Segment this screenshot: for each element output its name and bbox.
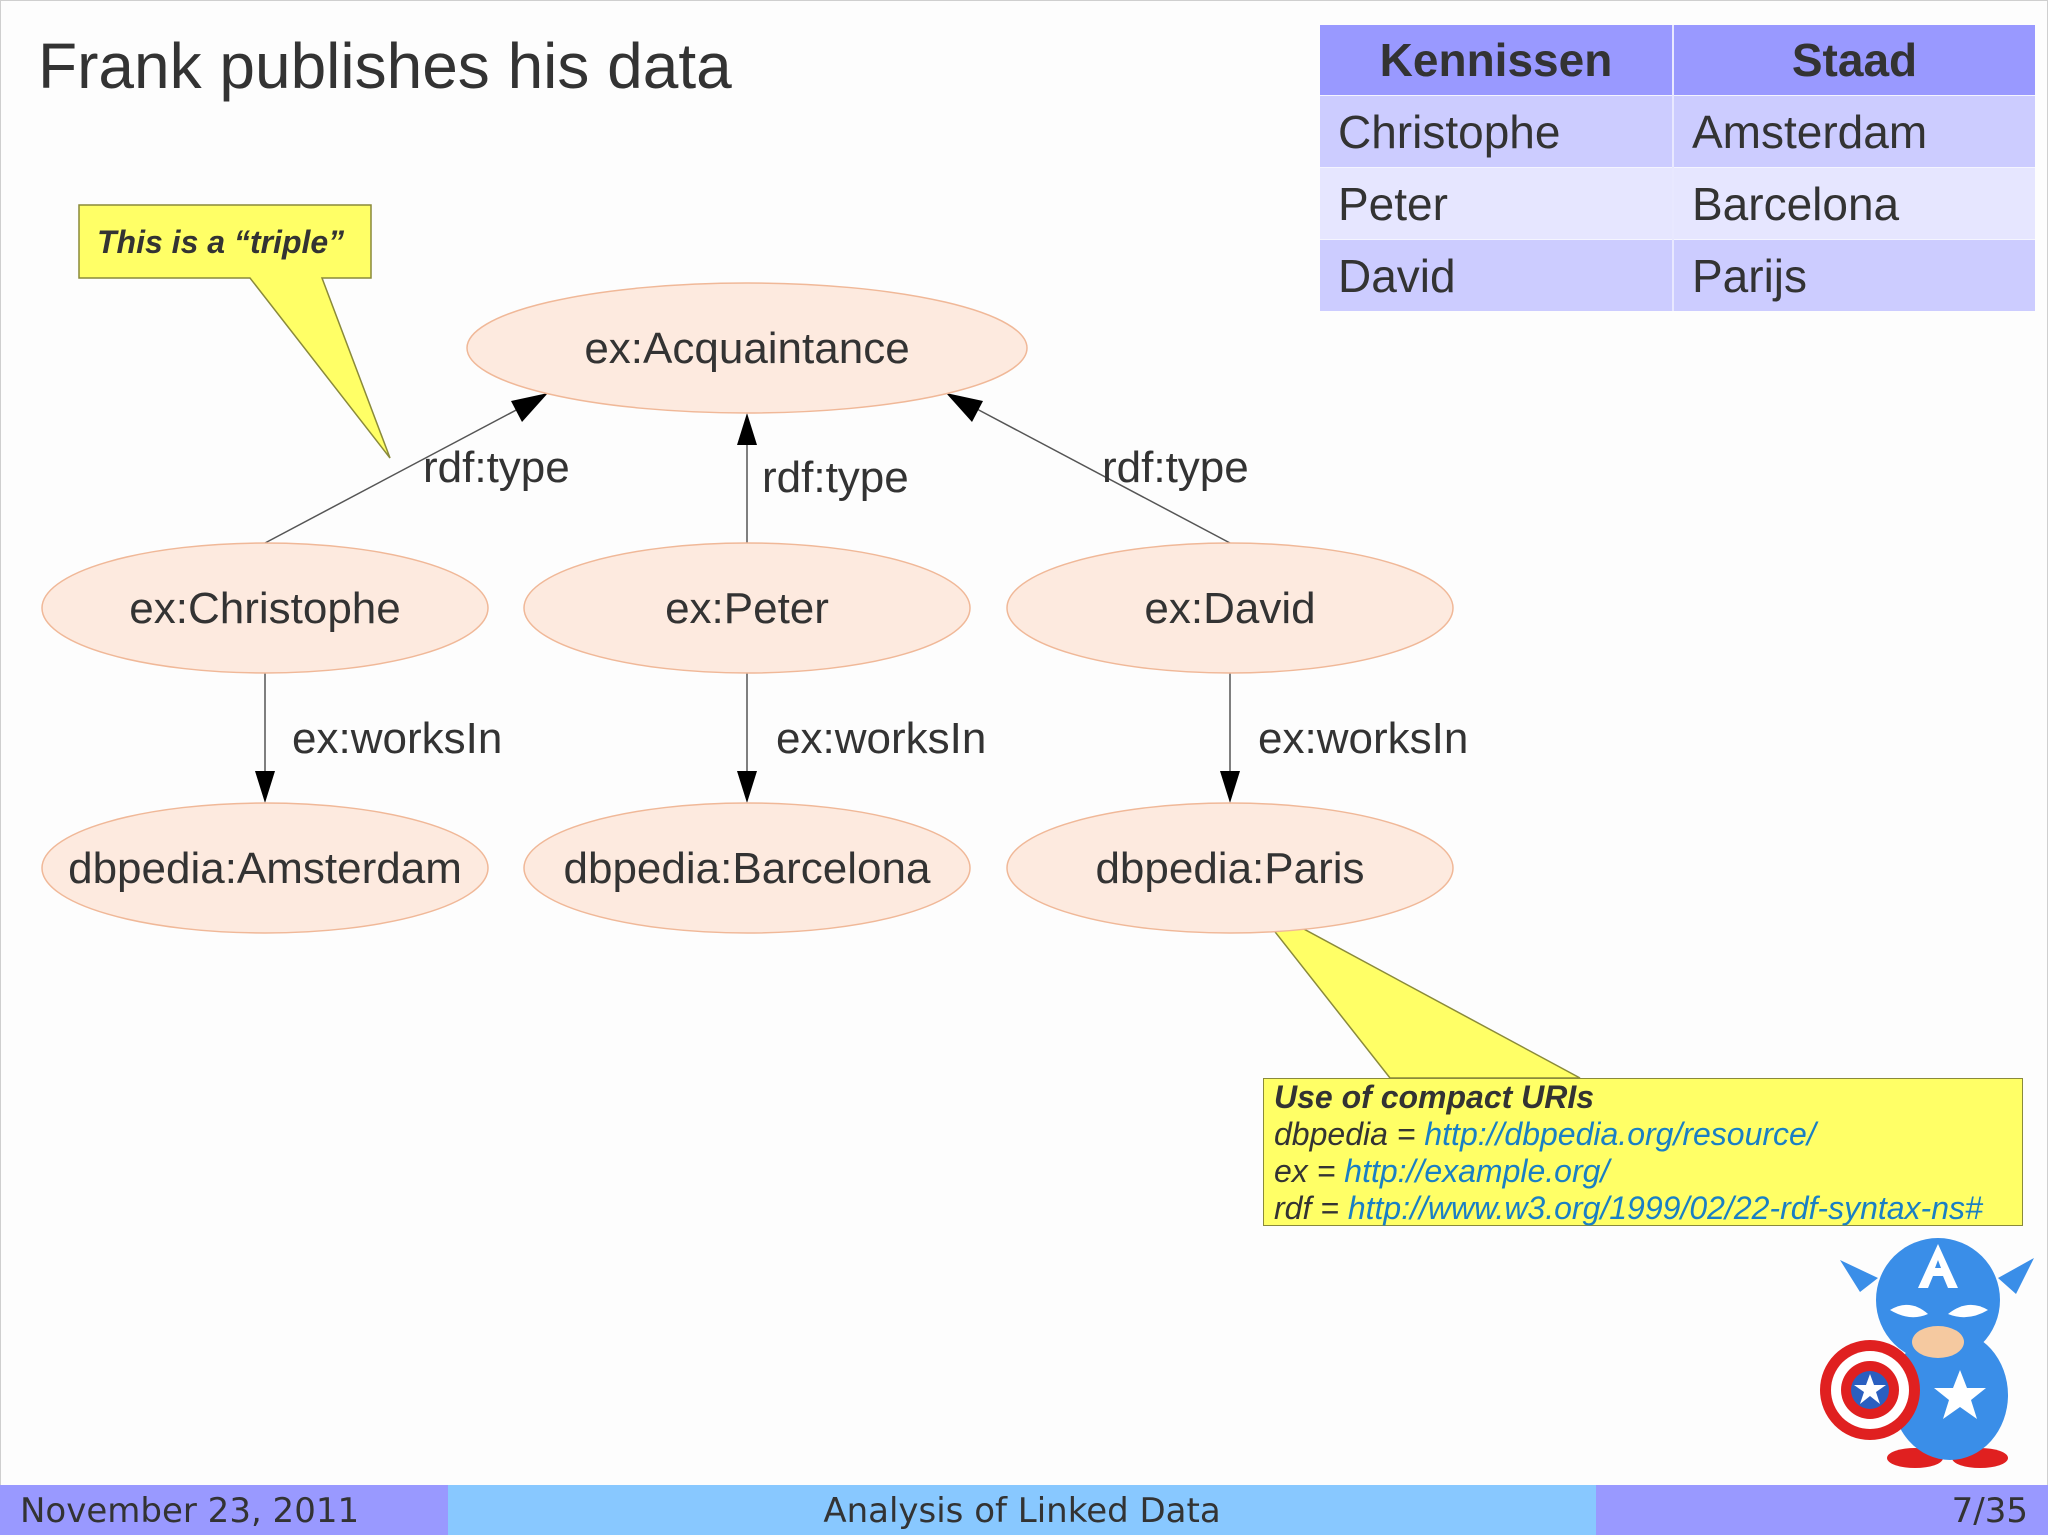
table-cell: David	[1320, 239, 1674, 311]
note-uri-link[interactable]: http://dbpedia.org/resource/	[1424, 1116, 1816, 1152]
edge-peter-type	[737, 413, 757, 543]
note-uri-link[interactable]: http://example.org/	[1344, 1153, 1610, 1189]
node-label: dbpedia:Paris	[1095, 844, 1364, 893]
footer-title: Analysis of Linked Data	[448, 1485, 1596, 1535]
table-header-staad: Staad	[1673, 25, 2035, 96]
table-header-row: Kennissen Staad	[1320, 25, 2035, 96]
table-cell: Parijs	[1673, 239, 2035, 311]
compact-uri-note: Use of compact URIs dbpedia = http://dbp…	[1263, 1078, 2023, 1226]
note-uri-link[interactable]: http://www.w3.org/1999/02/22-rdf-syntax-…	[1347, 1190, 1983, 1226]
table-cell: Christophe	[1320, 95, 1674, 168]
node-amsterdam: dbpedia:Amsterdam	[41, 802, 489, 934]
table-cell: Amsterdam	[1673, 95, 2035, 168]
node-peter: ex:Peter	[523, 542, 971, 674]
slide-footer: November 23, 2011 Analysis of Linked Dat…	[0, 1485, 2048, 1535]
arrowhead-icon	[511, 393, 548, 422]
page-title: Frank publishes his data	[38, 30, 732, 102]
note-prefix: dbpedia =	[1274, 1116, 1425, 1152]
table-cell: Peter	[1320, 167, 1674, 240]
edge-label-rdf-type: rdf:type	[423, 443, 570, 492]
captain-america-mascot-icon	[1820, 1238, 2034, 1468]
note-line: dbpedia = http://dbpedia.org/resource/	[1274, 1116, 2012, 1153]
footer-page-number: 7/35	[1596, 1485, 2048, 1535]
footer-date: November 23, 2011	[0, 1485, 448, 1535]
arrowhead-icon	[946, 393, 983, 422]
triple-callout-text: This is a “triple”	[97, 224, 344, 260]
note-line: ex = http://example.org/	[1274, 1153, 2012, 1190]
note-prefix: rdf =	[1274, 1190, 1348, 1226]
node-christophe: ex:Christophe	[41, 542, 489, 674]
arrowhead-icon	[737, 413, 757, 445]
table-row: David Parijs	[1320, 239, 2035, 311]
node-label: ex:Acquaintance	[584, 324, 909, 373]
arrowhead-icon	[255, 771, 275, 803]
note-heading: Use of compact URIs	[1274, 1079, 1595, 1115]
node-david: ex:David	[1006, 542, 1454, 674]
table-cell: Barcelona	[1673, 167, 2035, 240]
table-header-kennissen: Kennissen	[1320, 25, 1674, 96]
node-label: dbpedia:Barcelona	[564, 844, 931, 893]
edge-christophe-worksin	[255, 673, 275, 803]
note-line: rdf = http://www.w3.org/1999/02/22-rdf-s…	[1274, 1190, 2012, 1227]
acquaintance-table: Kennissen Staad Christophe Amsterdam Pet…	[1320, 25, 2035, 311]
node-label: ex:Peter	[665, 584, 829, 633]
triple-callout-shape	[78, 204, 391, 459]
table-row: Christophe Amsterdam	[1320, 95, 2035, 168]
note-prefix: ex =	[1274, 1153, 1345, 1189]
rdf-graph-diagram: This is a “triple” rdf:type rdf:type rdf…	[41, 204, 1581, 1079]
arrowhead-icon	[1220, 771, 1240, 803]
edge-david-type	[946, 393, 1231, 544]
node-paris: dbpedia:Paris	[1006, 802, 1454, 934]
edge-label-rdf-type: rdf:type	[1102, 443, 1249, 492]
node-label: ex:David	[1144, 584, 1315, 633]
edge-david-worksin	[1220, 673, 1240, 803]
edge-christophe-type	[264, 393, 548, 544]
edge-label-works-in: ex:worksIn	[292, 714, 502, 763]
table-row: Peter Barcelona	[1320, 167, 2035, 240]
triple-callout: This is a “triple”	[78, 204, 391, 459]
edge-peter-worksin	[737, 673, 757, 803]
node-barcelona: dbpedia:Barcelona	[523, 802, 971, 934]
node-label: dbpedia:Amsterdam	[68, 844, 462, 893]
edge-label-rdf-type: rdf:type	[762, 453, 909, 502]
node-label: ex:Christophe	[129, 584, 400, 633]
edge-label-works-in: ex:worksIn	[776, 714, 986, 763]
arrowhead-icon	[737, 771, 757, 803]
node-acquaintance: ex:Acquaintance	[466, 282, 1028, 414]
edge-label-works-in: ex:worksIn	[1258, 714, 1468, 763]
